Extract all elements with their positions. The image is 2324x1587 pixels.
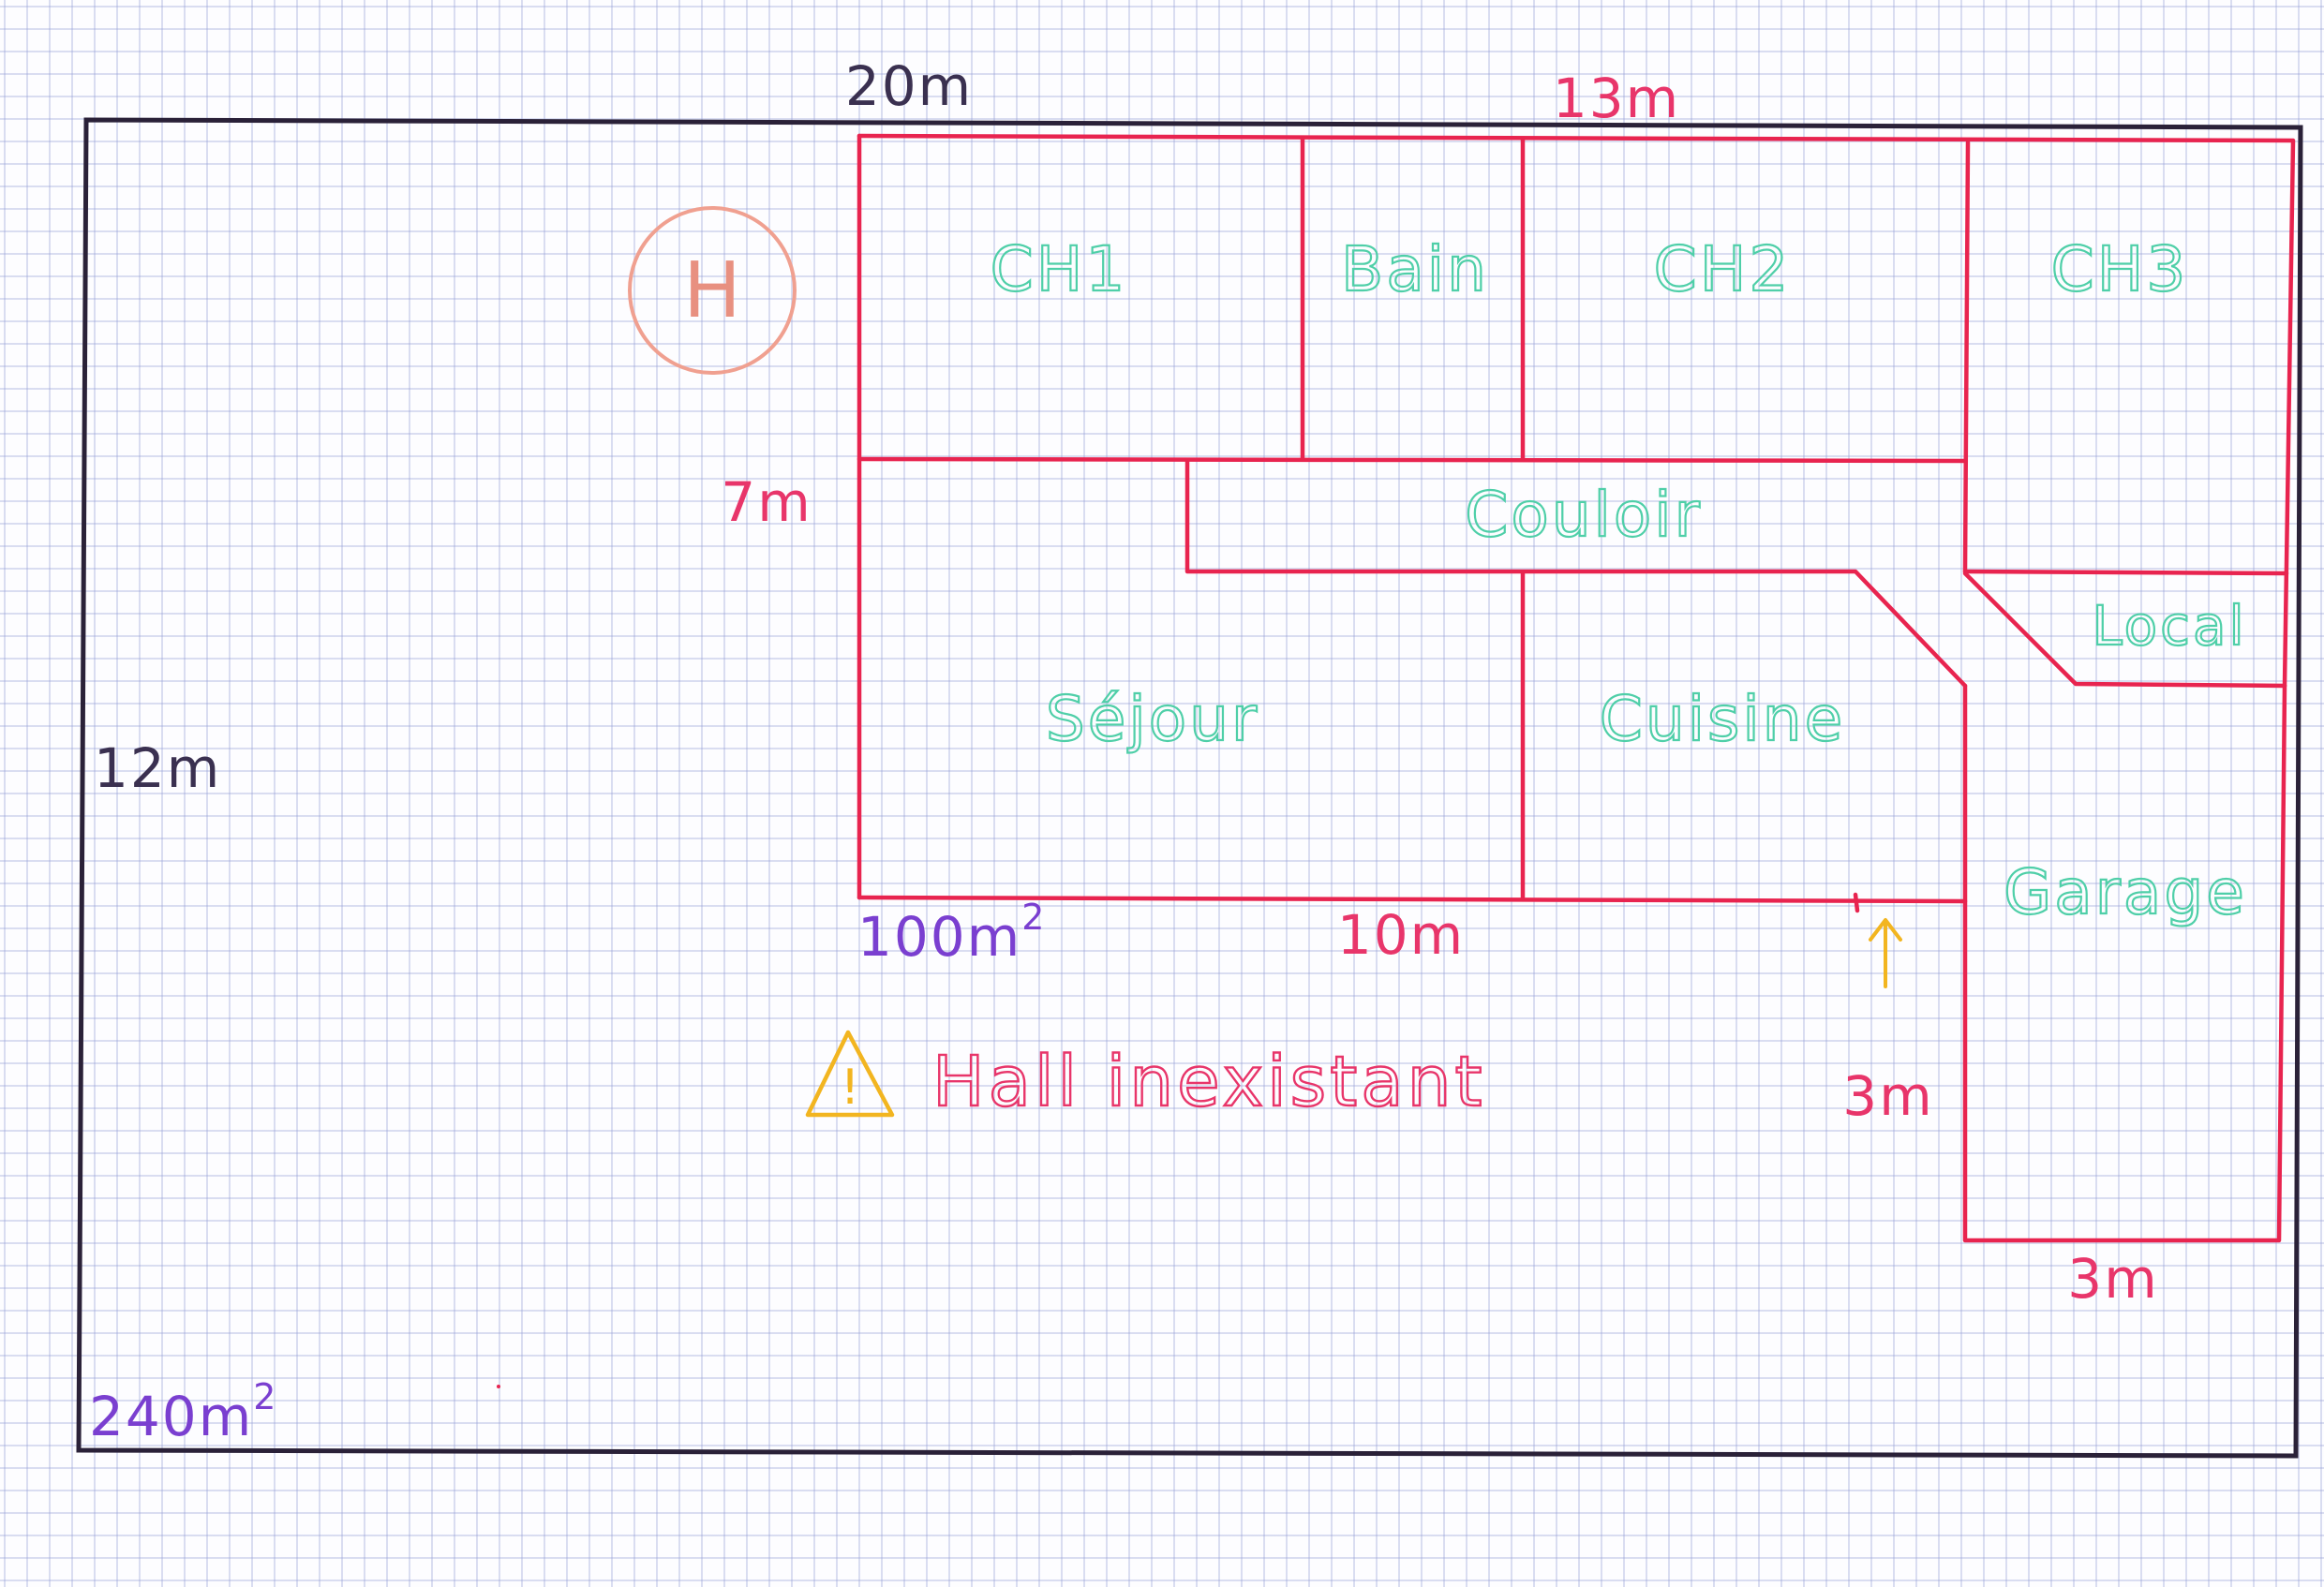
room-label-ch1: CH1 [991, 233, 1128, 305]
plot-width-label: 20m [845, 54, 973, 118]
entrance-arrow [1869, 918, 1902, 988]
garage-width-label: 3m [2067, 1247, 2158, 1311]
wall-local [1962, 571, 2287, 689]
room-label-sejour: Séjour [1046, 683, 1259, 755]
warning-exclamation: ! [841, 1060, 860, 1116]
plot-outline [76, 117, 2303, 1459]
wall-top-right [857, 133, 2296, 689]
room-labels: CH1 Bain CH2 CH3 Couloir Local Séjour Cu… [990, 232, 2247, 929]
plot-area-value: 240m [89, 1385, 253, 1448]
wall-front [857, 895, 1968, 904]
room-label-ch2: CH2 [1654, 233, 1792, 305]
room-label-local: Local [2092, 594, 2246, 658]
emblem-letter: H [683, 246, 741, 335]
warning-note: ! Hall inexistant [805, 1030, 1486, 1123]
emblem-circle-icon [628, 206, 797, 375]
garage-depth-label: 3m [1842, 1064, 1933, 1128]
room-label-bain: Bain [1341, 233, 1489, 305]
door-tick [1853, 892, 1860, 913]
svg-text:100m2: 100m2 [857, 897, 1046, 969]
plot-height-label: 12m [94, 736, 221, 800]
dimension-labels: 20m 12m 13m 7m 10m 3m 3m 100m2 240m2 [89, 54, 2158, 1448]
house-front-label: 10m [1337, 903, 1465, 967]
room-label-couloir: Couloir [1465, 479, 1702, 551]
house-walls [857, 133, 2296, 1243]
room-label-ch3: CH3 [2051, 233, 2189, 305]
stray-mark [497, 1385, 500, 1388]
wall-ch2-ch3 [1962, 140, 1971, 574]
house-area-value: 100m [857, 905, 1021, 969]
wall-garage [1962, 683, 2287, 1243]
house-area-exponent: 2 [1021, 897, 1046, 938]
house-width-label: 13m [1553, 67, 1680, 130]
warning-triangle-icon [805, 1030, 895, 1118]
wall-ch3-bottom [1962, 569, 2289, 576]
svg-text:240m2: 240m2 [89, 1376, 277, 1448]
plot-area-exponent: 2 [253, 1376, 277, 1417]
house-area-label: 100m2 [857, 897, 1046, 969]
arrow-head [1869, 918, 1902, 942]
room-label-garage: Garage [2004, 856, 2247, 928]
plot-area-label: 240m2 [89, 1376, 277, 1448]
house-depth-label: 7m [721, 470, 812, 534]
room-label-cuisine: Cuisine [1600, 683, 1845, 755]
wall-bedrooms-bottom [857, 456, 1968, 464]
plot-boundary [76, 117, 2303, 1459]
wall-corridor [1184, 459, 1968, 689]
emblem: H [628, 206, 797, 375]
warning-text: Hall inexistant [932, 1042, 1486, 1122]
